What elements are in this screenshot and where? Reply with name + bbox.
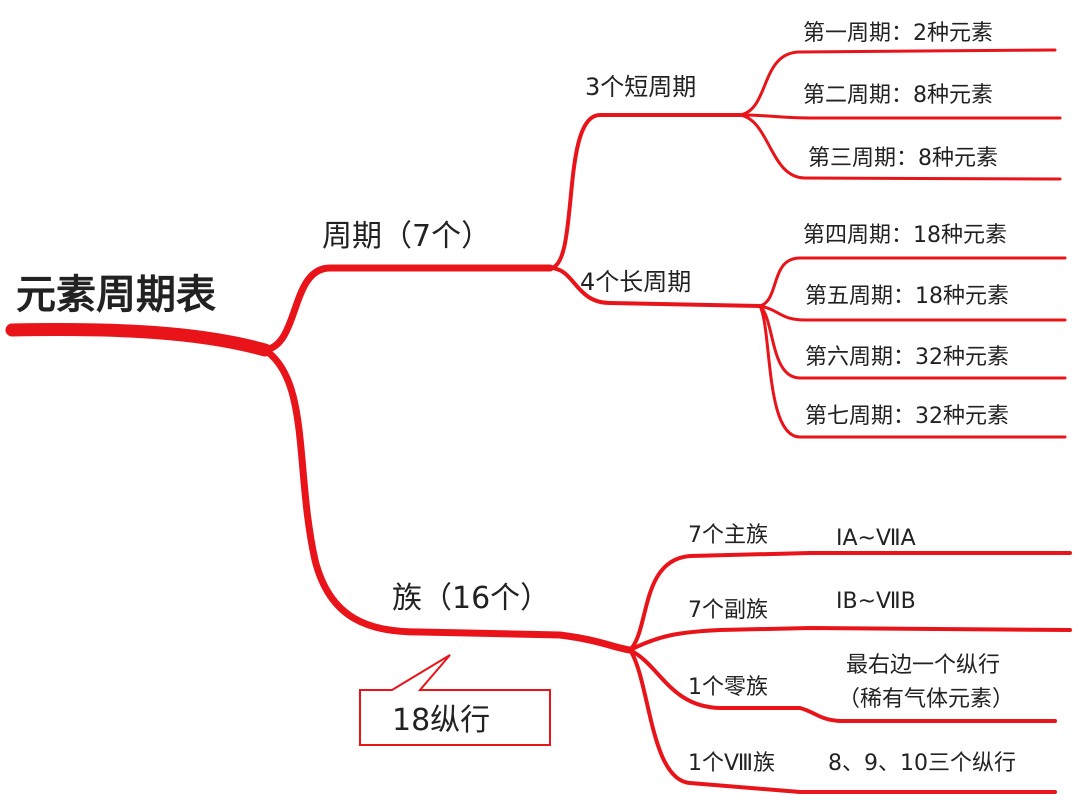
short-period-branch	[548, 113, 742, 270]
leaf-line	[758, 256, 1067, 308]
leaf-line	[628, 551, 1072, 652]
leaf-line	[738, 113, 1062, 181]
long-period-label: 4个长周期	[580, 268, 691, 296]
periods-label: 周期（7个）	[322, 219, 491, 254]
period-item: 第二周期：8种元素	[803, 83, 993, 108]
short-period-label: 3个短周期	[585, 73, 696, 101]
group-label: 7个副族	[688, 598, 768, 623]
group-label: 1个零族	[688, 675, 768, 700]
group-desc-2: （稀有气体元素）	[838, 687, 1014, 712]
period-item: 第五周期：18种元素	[805, 284, 1009, 309]
group-desc: ⅠA~ⅦA	[836, 526, 916, 551]
leaf-line	[628, 626, 1072, 652]
period-item: 第一周期：2种元素	[803, 21, 993, 46]
group-desc: 最右边一个纵行	[846, 653, 1000, 678]
group-label: 7个主族	[688, 523, 768, 548]
leaf-line	[758, 304, 1067, 380]
leaf-line	[628, 648, 1057, 794]
group-desc: 8、9、10三个纵行	[828, 751, 1016, 776]
groups-label: 族（16个）	[392, 581, 550, 616]
root-title: 元素周期表	[16, 272, 216, 318]
period-item: 第三周期：8种元素	[808, 146, 998, 171]
leaf-line	[758, 304, 1067, 322]
leaf-line	[628, 648, 1057, 723]
group-label: 1个Ⅷ族	[688, 751, 775, 776]
periods-branch	[261, 264, 554, 354]
long-period-branch	[548, 266, 762, 308]
groups-branch	[261, 346, 634, 654]
period-item: 第四周期：18种元素	[803, 223, 1007, 248]
leaf-line	[738, 48, 1057, 117]
callout-text: 18纵行	[392, 703, 490, 738]
leaf-line	[738, 113, 1062, 120]
group-desc: ⅠB~ⅦB	[836, 589, 916, 614]
period-item: 第七周期：32种元素	[805, 404, 1009, 429]
leaf-line	[758, 304, 1067, 439]
period-item: 第六周期：32种元素	[805, 345, 1009, 370]
callout-box	[359, 654, 551, 746]
root-branch	[5, 323, 272, 357]
